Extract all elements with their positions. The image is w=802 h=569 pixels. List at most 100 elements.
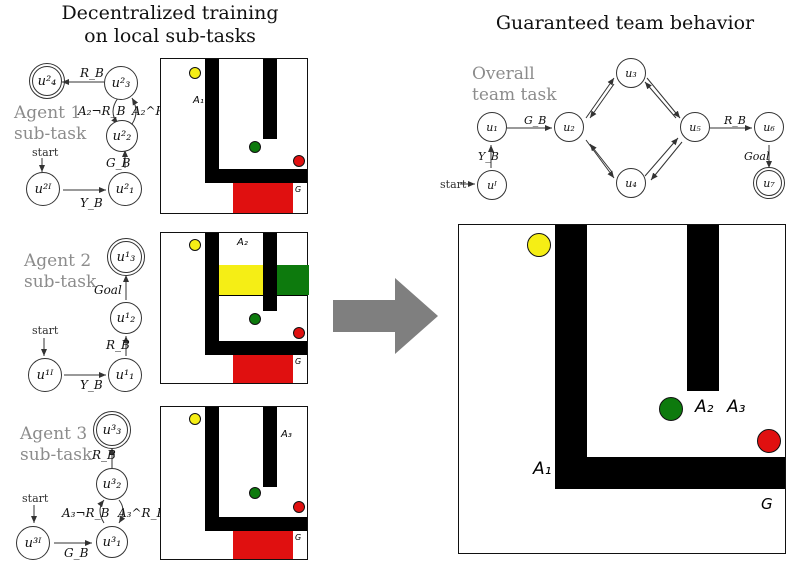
agent2-node-u1: u¹₁	[108, 358, 142, 392]
agent1-wall-left	[205, 59, 219, 183]
team-node-u4: u₄	[616, 168, 646, 198]
agent3-edge-a3-not-rb: A₃¬R_B	[62, 506, 110, 520]
agent2-wall-mid	[263, 233, 277, 311]
left-title: Decentralized training on local sub-task…	[40, 2, 300, 48]
agent1-node-u4: u²₄	[29, 63, 65, 99]
agent1-node-uI: u²ᴵ	[26, 172, 60, 206]
agent1-edge-gb: G_B	[106, 156, 131, 170]
team-node-u2: u₂	[554, 112, 584, 142]
agent2-zone-border	[219, 295, 307, 296]
team-grid: A₁ A₂ A₃ G	[458, 224, 786, 554]
team-grid-label-a1: A₁	[533, 459, 552, 479]
agent2-green-dot	[249, 313, 261, 325]
agent3-edge-gb: G_B	[64, 546, 89, 560]
agent2-grid: A₂ G	[160, 232, 309, 384]
team-edge-rb: R_B	[724, 114, 746, 127]
team-node-u1: u₁	[477, 112, 507, 142]
agent3-node-u1: u³₁	[96, 526, 128, 558]
agent2-label-line1: Agent 2	[24, 251, 92, 271]
agent2-wall-bottom	[205, 341, 307, 355]
agent1-yellow-dot	[189, 67, 201, 79]
agent3-wall-left	[205, 407, 219, 531]
agent3-label-line1: Agent 3	[20, 424, 88, 444]
team-task-label-line2: team task	[472, 85, 557, 105]
agent2-yellow-dot	[189, 239, 201, 251]
agent1-start: start	[32, 146, 59, 159]
agent3-edge-a3-rb: A₃^R_B	[118, 506, 166, 520]
team-task-label: Overall team task	[472, 64, 557, 106]
agent3-node-uI: u³ᴵ	[16, 526, 50, 560]
agent1-node-u1: u²₁	[108, 172, 142, 206]
agent3-label-line2: sub-task	[20, 445, 93, 465]
left-title-line2: on local sub-tasks	[84, 25, 256, 47]
agent3-node-u3: u³₃	[93, 411, 131, 449]
agent1-edge-rb: R_B	[80, 66, 104, 80]
agent2-start: start	[32, 324, 59, 337]
agent1-wall-mid	[263, 59, 277, 139]
team-grid-label-a3: A₃	[727, 397, 746, 417]
team-edge-yb: Y_B	[478, 150, 499, 163]
agent1-red-dot	[293, 155, 305, 167]
team-node-u5: u₅	[680, 112, 710, 142]
agent1-node-u3: u²₃	[104, 66, 138, 100]
team-wall-left	[555, 225, 587, 489]
team-node-u6: u₆	[754, 112, 784, 142]
team-yellow-dot	[527, 233, 551, 257]
agent2-node-u3: u¹₃	[107, 238, 145, 276]
agent3-yellow-dot	[189, 413, 201, 425]
agent1-edge-yb: Y_B	[80, 196, 103, 210]
agent2-wall-left	[205, 233, 219, 355]
agent1-label-line1: Agent 1	[14, 103, 82, 123]
agent3-red-dot	[293, 501, 305, 513]
agent1-grid-label: A₁	[193, 95, 204, 106]
agent2-red-dot	[293, 327, 305, 339]
team-grid-goal: G	[761, 495, 773, 513]
team-task-label-line1: Overall	[472, 64, 535, 84]
agent1-green-dot	[249, 141, 261, 153]
agent2-label: Agent 2 sub-task	[24, 251, 96, 293]
team-edge-goal: Goal	[744, 150, 770, 163]
agent1-grid-goal: G	[295, 185, 302, 194]
left-title-line1: Decentralized training	[61, 2, 279, 24]
agent3-start: start	[22, 492, 49, 505]
team-start: start	[440, 178, 467, 191]
agent3-node-u2: u³₂	[96, 468, 128, 500]
team-node-uI: uᴵ	[477, 170, 507, 200]
team-node-u7: u₇	[753, 167, 785, 199]
agent3-label: Agent 3 sub-task	[20, 424, 92, 466]
agent1-label: Agent 1 sub-task	[14, 103, 86, 145]
agent2-node-uI: u¹ᴵ	[28, 358, 62, 392]
agent3-red-zone	[233, 531, 293, 559]
agent2-edge-rb: R_B	[106, 338, 130, 352]
team-node-u3: u₃	[616, 58, 646, 88]
agent3-green-dot	[249, 487, 261, 499]
agent1-red-zone	[233, 183, 293, 213]
agent3-grid-label: A₃	[281, 429, 292, 440]
agent2-edge-yb: Y_B	[80, 378, 103, 392]
team-wall-mid	[687, 225, 719, 391]
agent3-wall-mid	[263, 407, 277, 487]
agent3-wall-bottom	[205, 517, 307, 531]
agent2-yellow-zone	[219, 265, 263, 295]
team-wall-bottom	[555, 457, 785, 489]
agent2-edge-goal: Goal	[94, 283, 122, 297]
team-green-dot	[659, 397, 683, 421]
agent1-node-u2: u²₂	[106, 120, 138, 152]
team-edge-gb: G_B	[524, 114, 547, 127]
agent1-wall-bottom	[205, 169, 307, 183]
agent3-edge-rb: R_B	[92, 448, 116, 462]
agent2-green-zone	[277, 265, 309, 295]
agent1-grid: A₁ G	[160, 58, 308, 214]
team-red-dot	[757, 429, 781, 453]
agent1-edge-a2-not-rb: A₂¬R_B	[78, 104, 126, 118]
team-grid-label-a2: A₂	[695, 397, 714, 417]
agent2-grid-label: A₂	[237, 237, 248, 248]
agent2-label-line2: sub-task	[24, 272, 97, 292]
agent3-grid: A₃ G	[160, 406, 308, 560]
agent1-label-line2: sub-task	[14, 124, 87, 144]
agent2-node-u2: u¹₂	[110, 302, 142, 334]
agent2-red-zone	[233, 355, 293, 383]
agent3-grid-goal: G	[295, 533, 302, 542]
agent2-grid-goal: G	[295, 357, 302, 366]
